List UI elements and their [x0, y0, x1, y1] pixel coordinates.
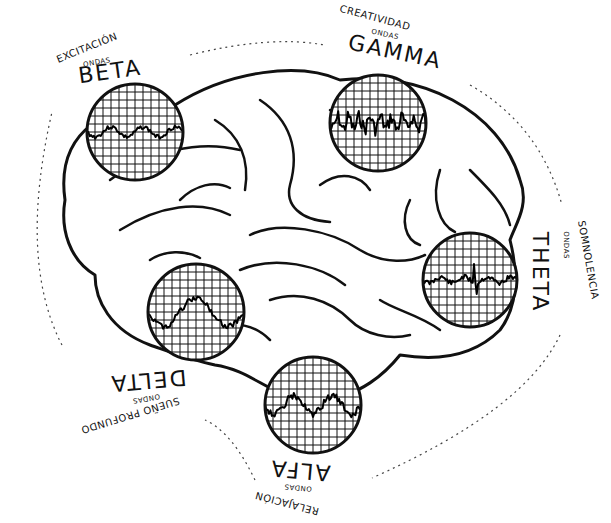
oscilloscope-circle — [328, 73, 428, 173]
wave-word: ONDAS — [284, 482, 312, 491]
scope-circle: CREATIVIDADONDASGAMMA — [330, 75, 426, 171]
state-label: SOMNOLENCIA — [576, 220, 600, 300]
state-label: CREATIVIDAD — [339, 4, 412, 32]
scope-circle: SUEÑO PROFUNDOONDASDELTA — [148, 264, 244, 360]
oscilloscope-circle — [146, 262, 246, 362]
state-label: RELAJACIÓN — [254, 490, 320, 517]
wave-word: ONDAS — [562, 231, 569, 259]
wave-name: THETA — [529, 232, 551, 313]
dotted-arcs — [37, 42, 562, 480]
scope-circle: SOMNOLENCIAONDASTHETA — [423, 233, 517, 327]
scope-circle: RELAJACIÓNONDASALFA — [265, 357, 361, 453]
oscilloscope-circle — [263, 355, 363, 455]
oscilloscope-circle — [85, 82, 185, 182]
oscilloscope-circle — [421, 231, 519, 329]
state-label: SUEÑO PROFUNDO — [80, 395, 181, 435]
scope-circle: EXCITACIÓNONDASBETA — [87, 84, 183, 180]
wave-name: DELTA — [109, 366, 187, 395]
brain-outline — [64, 71, 524, 398]
wave-name: ALFA — [269, 456, 332, 483]
